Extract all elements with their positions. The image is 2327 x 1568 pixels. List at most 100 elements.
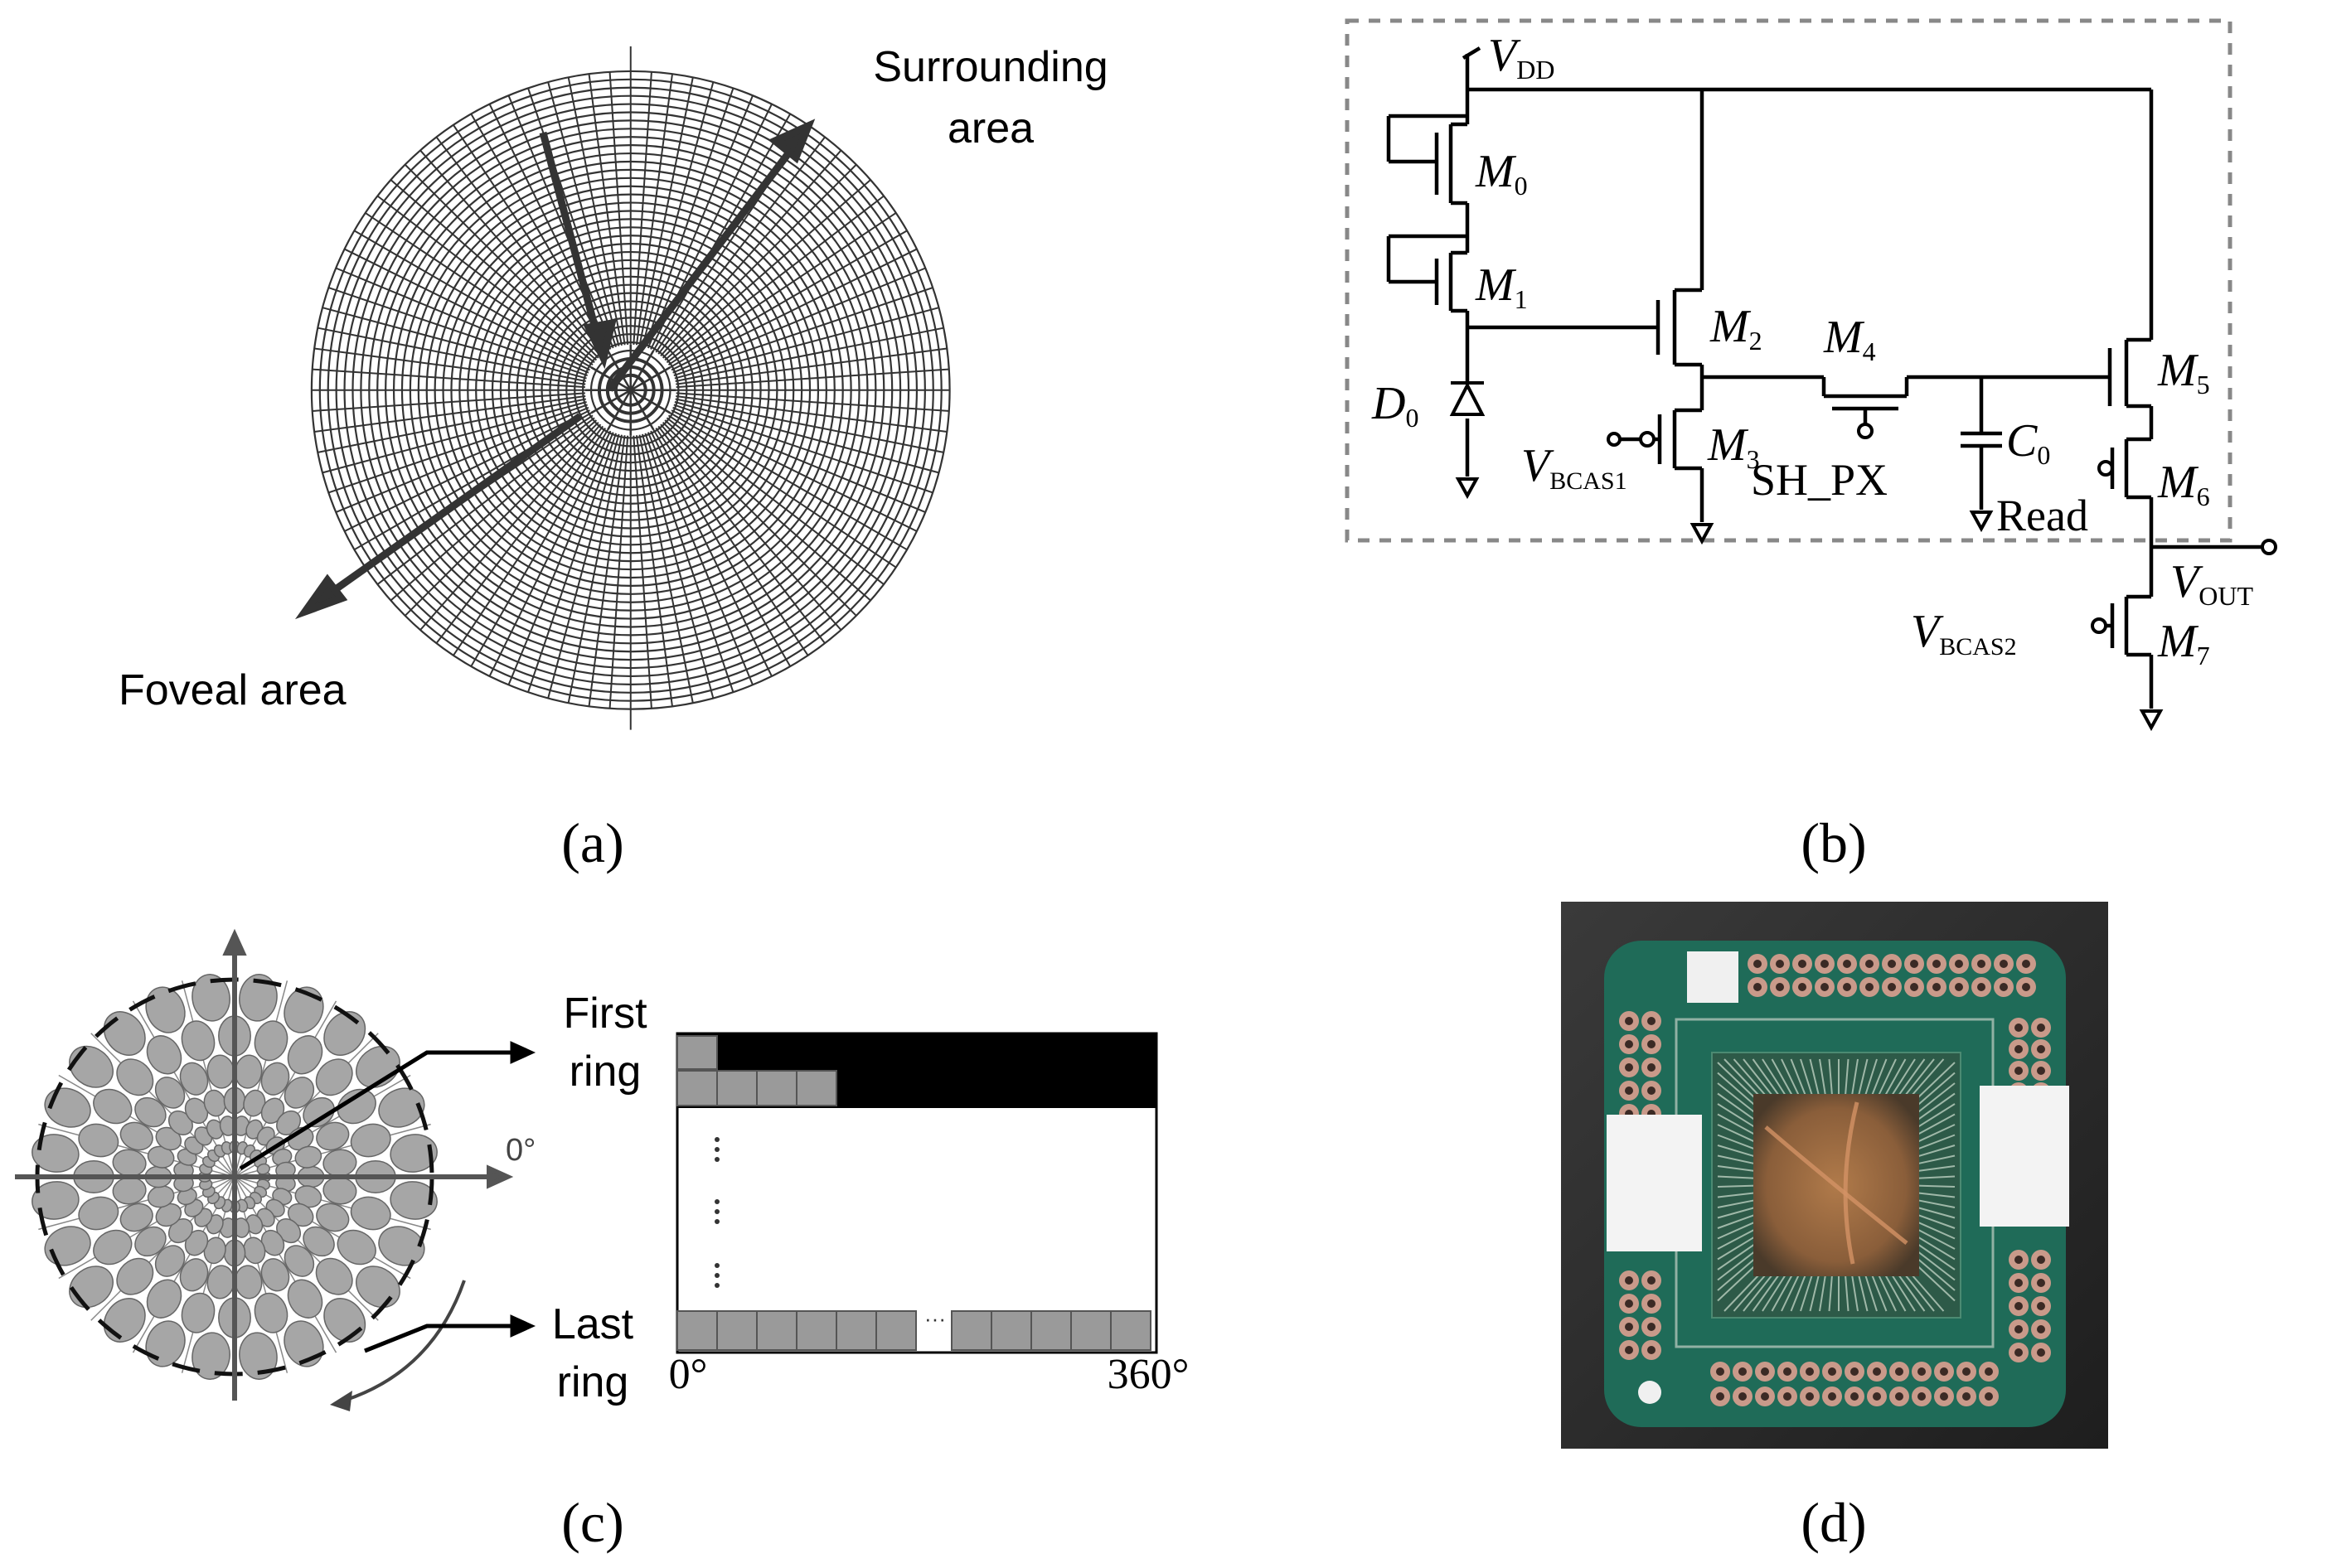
grid-spoke	[507, 432, 614, 685]
grid-spoke	[666, 417, 885, 585]
panel-b: VDD M0 M1 M2 M4 M5 D0 M3 VBCAS1 SH_PX C0…	[1345, 18, 2277, 874]
grid-spoke	[644, 433, 734, 693]
read-gate-bubble	[2097, 460, 2114, 477]
photosensor	[350, 1123, 391, 1158]
bond-wire	[1917, 1184, 1956, 1188]
pcb-pad-hole	[2037, 1024, 2045, 1032]
grid-spoke	[314, 347, 586, 385]
pcb-pad-hole	[2037, 1325, 2045, 1333]
memory-cell	[1030, 1310, 1072, 1351]
pcb-pad-hole	[2037, 1302, 2045, 1310]
memory-cell	[836, 1310, 877, 1351]
pcb-pad-hole	[1798, 960, 1806, 968]
photosensor	[32, 1181, 80, 1220]
m3-label: M3	[1707, 419, 1760, 474]
photosensor	[337, 1229, 376, 1266]
panel-c-axes	[15, 928, 514, 1401]
pcb-pad-hole	[1625, 1040, 1633, 1048]
grid-spoke	[660, 423, 842, 631]
photosensor	[316, 1121, 350, 1151]
memory-cell	[951, 1310, 992, 1351]
pcb-pad-hole	[1940, 1367, 1948, 1376]
pcb-pad-hole	[1806, 1367, 1814, 1376]
bond-wire	[1917, 1072, 1956, 1106]
grid-spoke	[390, 179, 598, 361]
vbcas2-gate-bubble	[2091, 617, 2107, 634]
grid-spoke	[470, 113, 609, 351]
grid-spoke	[547, 433, 620, 699]
photosensor	[93, 1229, 133, 1266]
bond-wire	[1871, 1058, 1888, 1096]
foveated-polar-grid	[310, 46, 951, 730]
die-reflection-2	[1843, 1101, 1859, 1265]
pcb-pad-hole	[1932, 960, 1941, 968]
bond-wire	[1917, 1165, 1956, 1172]
fovea-pointer-arrowhead	[583, 318, 617, 370]
pcb-pad-hole	[2014, 1348, 2023, 1357]
pcb-pad-hole	[1895, 1392, 1903, 1401]
pcb-pad-hole	[1625, 1063, 1633, 1072]
pcb-pad-hole	[1820, 960, 1829, 968]
vout-label: VOUT	[2170, 556, 2253, 611]
grid-spoke	[657, 425, 826, 644]
cell-ellipsis: ···	[924, 1306, 946, 1331]
grid-spoke	[547, 81, 620, 346]
photosensor	[287, 1279, 323, 1319]
bond-wire	[1891, 1058, 1916, 1096]
pcb-pad-hole	[1647, 1063, 1656, 1072]
bond-wire	[1717, 1154, 1756, 1165]
photosensor	[44, 1087, 91, 1128]
caption-c: (c)	[561, 1491, 623, 1554]
pcb-pad-hole	[1716, 1392, 1724, 1401]
grid-spoke	[312, 368, 585, 389]
bond-wire	[1828, 1274, 1833, 1312]
grid-spoke	[673, 404, 933, 494]
grid-spoke	[674, 307, 939, 380]
photosensor	[146, 1035, 182, 1075]
memory-cell	[676, 1070, 718, 1106]
bond-wire	[1733, 1058, 1767, 1096]
bond-wire	[1884, 1058, 1907, 1096]
bond-wire	[1917, 1199, 1956, 1208]
grid-spoke	[676, 394, 948, 433]
bond-wire	[1717, 1199, 1756, 1208]
bond-wire	[1917, 1257, 1956, 1291]
bond-wire	[1790, 1058, 1806, 1096]
bond-wire	[1717, 1257, 1756, 1291]
pcb-pad-hole	[2014, 1325, 2023, 1333]
bond-wire	[1917, 1145, 1956, 1158]
bond-wire	[1800, 1274, 1813, 1312]
bond-wire	[1733, 1274, 1767, 1312]
pcb-pad-hole	[1647, 1017, 1656, 1025]
pcb-pad-hole	[1962, 1392, 1971, 1401]
pcb-pad-hole	[1753, 960, 1762, 968]
pcb-pad-hole	[1761, 1367, 1769, 1376]
bond-wire	[1717, 1192, 1756, 1198]
panel-c: 0° First ring Last ring ··· 0° 360° (c)	[15, 928, 1189, 1554]
grid-spoke	[642, 81, 715, 346]
pcb-pad-hole	[1753, 983, 1762, 991]
grid-spoke	[404, 163, 599, 359]
bond-wire	[1917, 1228, 1956, 1250]
grid-spoke	[664, 419, 871, 602]
pcb-pad-hole	[2022, 983, 2030, 991]
m7-label: M7	[2157, 616, 2210, 670]
bond-wire	[1917, 1113, 1956, 1135]
photosensor	[134, 1226, 167, 1257]
photosensor	[181, 1292, 216, 1333]
grid-spoke	[470, 428, 609, 667]
grid-spoke	[633, 435, 652, 709]
d0-label: D0	[1371, 378, 1418, 433]
last-ring-pointer-head	[510, 1314, 536, 1338]
bond-wire	[1917, 1082, 1956, 1114]
bond-wire	[1809, 1274, 1820, 1312]
pcb-pad-hole	[1625, 1323, 1633, 1331]
caption-a: (a)	[561, 811, 623, 874]
pcb-pad-hole	[1962, 1367, 1971, 1376]
pcb-logo-mark	[1638, 1381, 1661, 1404]
fovea-spoke	[630, 389, 671, 414]
rotation-arc-arrowhead	[330, 1391, 352, 1411]
bond-wire	[1762, 1058, 1786, 1096]
grid-spoke	[527, 88, 618, 348]
